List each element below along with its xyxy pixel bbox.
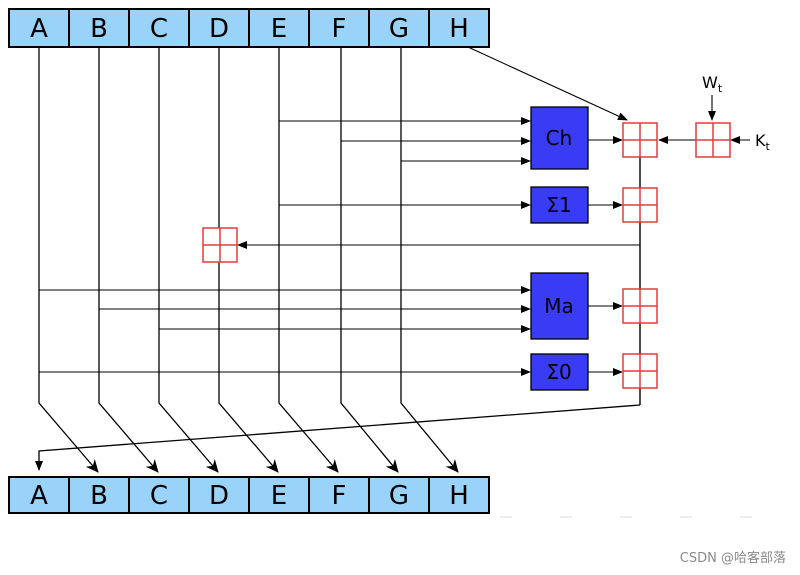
top-register-f — [308, 8, 370, 48]
bottom-register-b-label: B — [90, 481, 108, 511]
bottom-register-e-label: E — [271, 481, 287, 511]
bottom-register-b — [68, 476, 130, 514]
top-register-h-label: H — [449, 14, 469, 44]
watermark: CSDN @哈客部落 — [679, 551, 786, 566]
shift-line-g-to-h — [400, 47, 459, 473]
h-to-adder-line — [467, 46, 628, 121]
sigma1-label: Σ1 — [546, 193, 571, 217]
ma-input-lines — [39, 286, 531, 333]
bottom-register-g-label: G — [389, 481, 409, 511]
bottom-register-row: A B C D E F G H — [8, 476, 490, 514]
top-register-row: A B C D E F G H — [8, 8, 490, 48]
k-input-label: Kt — [755, 131, 771, 153]
top-register-c-label: C — [150, 14, 168, 44]
shift-line-e-to-f — [278, 47, 339, 473]
ch-block — [530, 106, 589, 170]
bottom-register-e — [248, 476, 310, 514]
top-register-h — [428, 8, 490, 48]
ch-input-lines — [279, 117, 531, 165]
bottom-register-h-label: H — [449, 481, 469, 511]
top-register-b-label: B — [90, 14, 108, 44]
top-register-g-label: G — [389, 14, 409, 44]
sigma0-block — [530, 353, 589, 391]
top-register-d-label: D — [209, 14, 229, 44]
adder-sigma1-icon — [622, 187, 658, 223]
bottom-register-f-label: F — [332, 481, 347, 511]
bottom-register-a-label: A — [30, 481, 48, 511]
bottom-register-a — [8, 476, 70, 514]
adder-d-icon — [202, 227, 238, 263]
shift-line-a-to-b — [38, 47, 99, 473]
top-register-e-label: E — [271, 14, 287, 44]
bottom-register-d — [188, 476, 250, 514]
w-input-label: Wt — [702, 73, 723, 95]
ma-block — [530, 272, 589, 340]
register-shift-lines — [38, 47, 459, 473]
top-register-a-label: A — [30, 14, 48, 44]
adder-ma-icon — [622, 288, 658, 324]
shift-line-f-to-g — [340, 47, 399, 473]
adders — [202, 122, 731, 389]
shift-line-d-to-e — [218, 47, 279, 473]
bottom-register-d-label: D — [209, 481, 229, 511]
ch-label: Ch — [546, 126, 573, 150]
bottom-register-c-label: C — [150, 481, 168, 511]
shift-line-c-to-d — [158, 47, 219, 473]
bottom-register-f — [308, 476, 370, 514]
sigma0-label: Σ0 — [546, 360, 571, 384]
ma-label: Ma — [544, 294, 574, 318]
function-output-lines — [588, 136, 623, 376]
adder-wk-icon — [695, 122, 731, 158]
top-register-g — [368, 8, 430, 48]
bottom-register-h — [428, 476, 490, 514]
adder-sigma0-icon — [622, 353, 658, 389]
adder-main-icon — [622, 122, 658, 158]
function-blocks: Ch Σ1 Ma Σ0 — [530, 106, 589, 391]
top-register-f-label: F — [332, 14, 347, 44]
shift-line-b-to-c — [98, 47, 159, 473]
return-to-a-line — [35, 404, 641, 471]
sigma1-block — [530, 186, 589, 224]
